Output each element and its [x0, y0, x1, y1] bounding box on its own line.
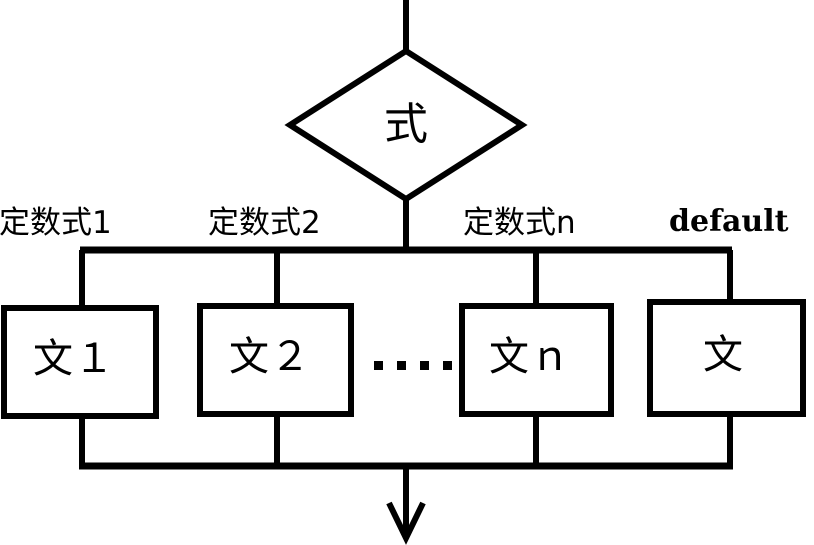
ellipsis-dot-3 — [420, 361, 429, 370]
process-box-n-label: 文ｎ — [489, 334, 571, 380]
branch-label-case-2: 定数式2 — [208, 205, 321, 241]
process-box-1-label: 文１ — [33, 336, 115, 382]
branch-label-default: default — [669, 204, 789, 239]
branch-label-case-n: 定数式n — [463, 205, 576, 241]
ellipsis-dot-2 — [397, 361, 406, 370]
process-box-default — [647, 299, 806, 417]
ellipsis-dot-1 — [374, 361, 383, 370]
exit-arrow-head — [386, 501, 426, 545]
decision-label: 式 — [384, 99, 428, 150]
ellipsis-dot-4 — [443, 361, 452, 370]
process-box-default-label: 文 — [703, 332, 744, 378]
process-box-2-label: 文２ — [229, 334, 311, 380]
process-box-n — [459, 303, 614, 417]
branch-label-case-1: 定数式1 — [0, 205, 112, 241]
